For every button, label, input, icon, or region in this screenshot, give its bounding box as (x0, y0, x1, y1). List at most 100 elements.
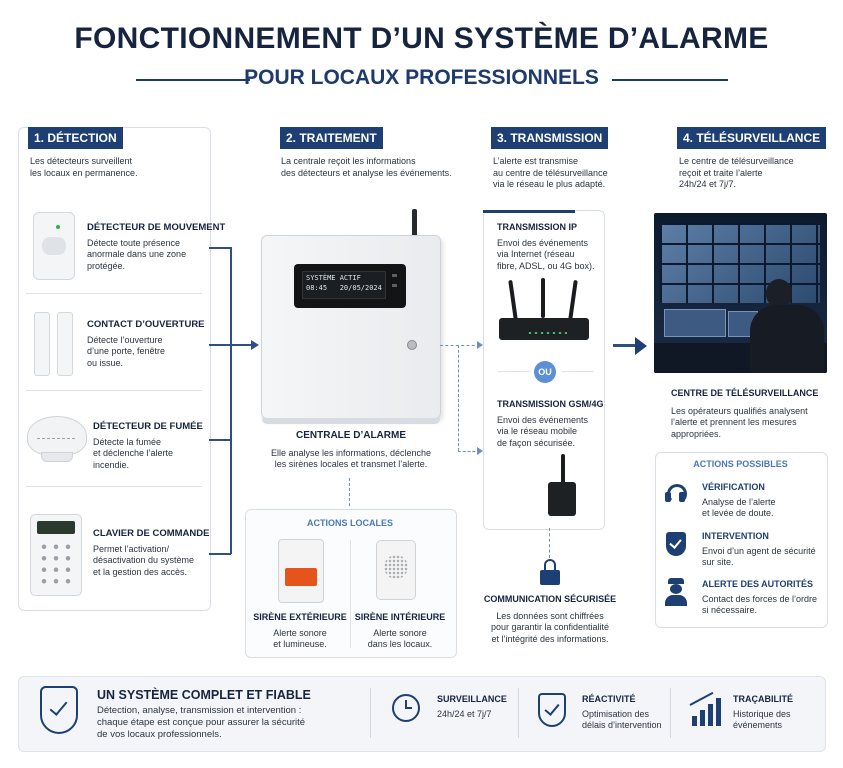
footer-summary: UN SYSTÈME COMPLET ET FIABLE Détection, … (97, 688, 311, 741)
divider (370, 688, 371, 738)
divider (26, 293, 202, 294)
footer-title: UN SYSTÈME COMPLET ET FIABLE (97, 688, 311, 702)
central-text: Elle analyse les informations, déclenche (270, 447, 432, 458)
local-action-text: dans les locaux. (367, 639, 433, 649)
transmission-ip-text: Envoi des événements (497, 237, 589, 248)
detection-intro-line: les locaux en permanence. (30, 167, 138, 178)
door-contact-magnet-image (57, 312, 73, 376)
divider (26, 486, 202, 487)
transmission-ip-title: TRANSMISSION IP (497, 222, 578, 232)
detection-item-text: incendie. (93, 459, 130, 470)
detection-item-text: anormale dans une zone (87, 249, 187, 259)
telesurveillance-intro-line: reçoit et traite l’alerte (679, 167, 763, 178)
detection-item: CONTACT D’OUVERTURE Détecte l’ouverture … (87, 319, 205, 369)
footer-feature-title: RÉACTIVITÉ (582, 694, 636, 704)
connector-line (209, 344, 231, 346)
clock-icon (392, 694, 420, 722)
possible-action-item: INTERVENTION Envoi d’un agent de sécurit… (702, 531, 816, 569)
secure-text: Les données sont chiffrées (496, 610, 604, 621)
detection-item-text: et déclenche l’alerte (93, 448, 174, 458)
detection-item-text: désactivation du système (93, 555, 195, 565)
antenna-icon (412, 209, 417, 237)
telesurveillance-intro-line: 24h/24 et 7j/7. (679, 179, 737, 189)
local-action-item: SIRÈNE EXTÉRIEURE Alerte sonore et lumin… (252, 612, 348, 651)
footer-feature-text: délais d’intervention (582, 720, 662, 730)
screen-datetime-text: 08:45 20/05/2024 (306, 284, 382, 292)
router-image (497, 278, 593, 346)
transmission-heading: 3. TRANSMISSION (491, 127, 609, 149)
interior-siren-image (376, 540, 416, 600)
detection-item-text: Permet l’activation/ (93, 543, 170, 554)
footer-feature: RÉACTIVITÉ Optimisation des délais d’int… (582, 694, 662, 732)
dashed-connector (458, 345, 459, 451)
footer-feature: TRAÇABILITÉ Historique des événements (733, 694, 793, 732)
possible-action-text: si nécessaire. (702, 605, 758, 615)
possible-action-text: Contact des forces de l’ordre (702, 593, 818, 604)
transmission-gsm-title: TRANSMISSION GSM/4G (497, 399, 604, 409)
screen-status-text: SYSTÈME ACTIF (306, 274, 361, 282)
possible-action-item: VÉRIFICATION Analyse de l’alerte et levé… (702, 482, 776, 520)
or-badge: OU (534, 361, 556, 383)
center-text: l’alerte et prennent les mesures (671, 417, 797, 427)
transmission-intro-line: L’alerte est transmise (493, 156, 579, 166)
secure-text: pour garantir la confidentialité (490, 622, 610, 632)
detection-item: DÉTECTEUR DE FUMÉE Détecte la fumée et d… (93, 421, 203, 471)
footer-banner (18, 676, 826, 752)
detection-item-text: ou issue. (87, 357, 124, 368)
detection-heading: 1. DÉTECTION (28, 127, 123, 149)
detection-item: DÉTECTEUR DE MOUVEMENT Détecte toute pré… (87, 222, 225, 272)
police-officer-icon (664, 578, 688, 606)
footer-feature-text: événements (733, 720, 783, 730)
telesurveillance-intro: Le centre de télésurveillance reçoit et … (679, 156, 794, 191)
footer-feature-text: 24h/24 et 7j/7 (437, 708, 492, 719)
monitoring-center: CENTRE DE TÉLÉSURVEILLANCE Les opérateur… (671, 388, 818, 440)
divider (562, 371, 594, 372)
arrow-head (477, 341, 483, 349)
dashed-connector (549, 528, 550, 558)
exterior-siren-image (278, 539, 324, 603)
traitement-intro-line: des détecteurs et analyse les événements… (281, 167, 452, 178)
headset-icon (664, 482, 688, 508)
central-caption: CENTRALE D’ALARME Elle analyse les infor… (256, 430, 446, 471)
page-subtitle: POUR LOCAUX PROFESSIONNELS (244, 66, 599, 89)
traitement-intro: La centrale reçoit les informations des … (281, 156, 452, 179)
footer-feature-title: TRAÇABILITÉ (733, 694, 793, 704)
detection-item-text: Détecte l’ouverture (87, 334, 163, 345)
detection-item-text: Détecte la fumée (93, 436, 162, 447)
connector-line (613, 344, 637, 347)
secure-title: COMMUNICATION SÉCURISÉE (483, 594, 617, 604)
possible-action-item: ALERTE DES AUTORITÉS Contact des forces … (702, 579, 817, 617)
transmission-intro-line: au centre de télésurveillance (493, 167, 608, 178)
footer-feature: SURVEILLANCE 24h/24 et 7j/7 (437, 694, 507, 720)
footer-text: Détection, analyse, transmission et inte… (97, 705, 302, 716)
subtitle-rule-left (136, 79, 250, 81)
detection-intro-line: Les détecteurs surveillent (30, 156, 133, 166)
detection-item-text: Détecte toute présence (87, 237, 181, 248)
footer-feature-title: SURVEILLANCE (437, 694, 507, 704)
alarm-central-unit: SYSTÈME ACTIF 08:45 20/05/2024 (261, 235, 441, 424)
arrow-head (635, 337, 647, 355)
telesurveillance-heading: 4. TÉLÉSURVEILLANCE (677, 127, 827, 149)
padlock-icon (540, 559, 560, 585)
divider (350, 540, 351, 648)
transmission-gsm-text: via le réseau mobile (497, 426, 578, 436)
detection-item-title: CLAVIER DE COMMANDE (93, 528, 210, 539)
subtitle-rule-right (612, 79, 728, 81)
dashed-connector (458, 451, 480, 452)
central-title: CENTRALE D’ALARME (296, 430, 406, 441)
dashed-connector (440, 345, 480, 346)
monitoring-room-image (654, 213, 827, 373)
central-text: les sirènes locales et transmet l’alerte… (274, 459, 428, 469)
shield-icon (666, 532, 686, 556)
connector-line (209, 439, 231, 441)
footer-feature-text: Optimisation des (582, 708, 650, 719)
door-contact-image (34, 312, 50, 376)
connector-line (209, 553, 231, 555)
transmission-ip-text: via Internet (réseau (497, 249, 575, 259)
transmission-ip-text: fibre, ADSL, ou 4G box). (497, 260, 595, 271)
possible-action-title: INTERVENTION (702, 531, 769, 541)
center-text: appropriées. (671, 428, 722, 439)
telesurveillance-intro-line: Le centre de télésurveillance (679, 156, 794, 166)
central-screen: SYSTÈME ACTIF 08:45 20/05/2024 (294, 264, 406, 308)
smoke-detector-image (27, 416, 87, 462)
